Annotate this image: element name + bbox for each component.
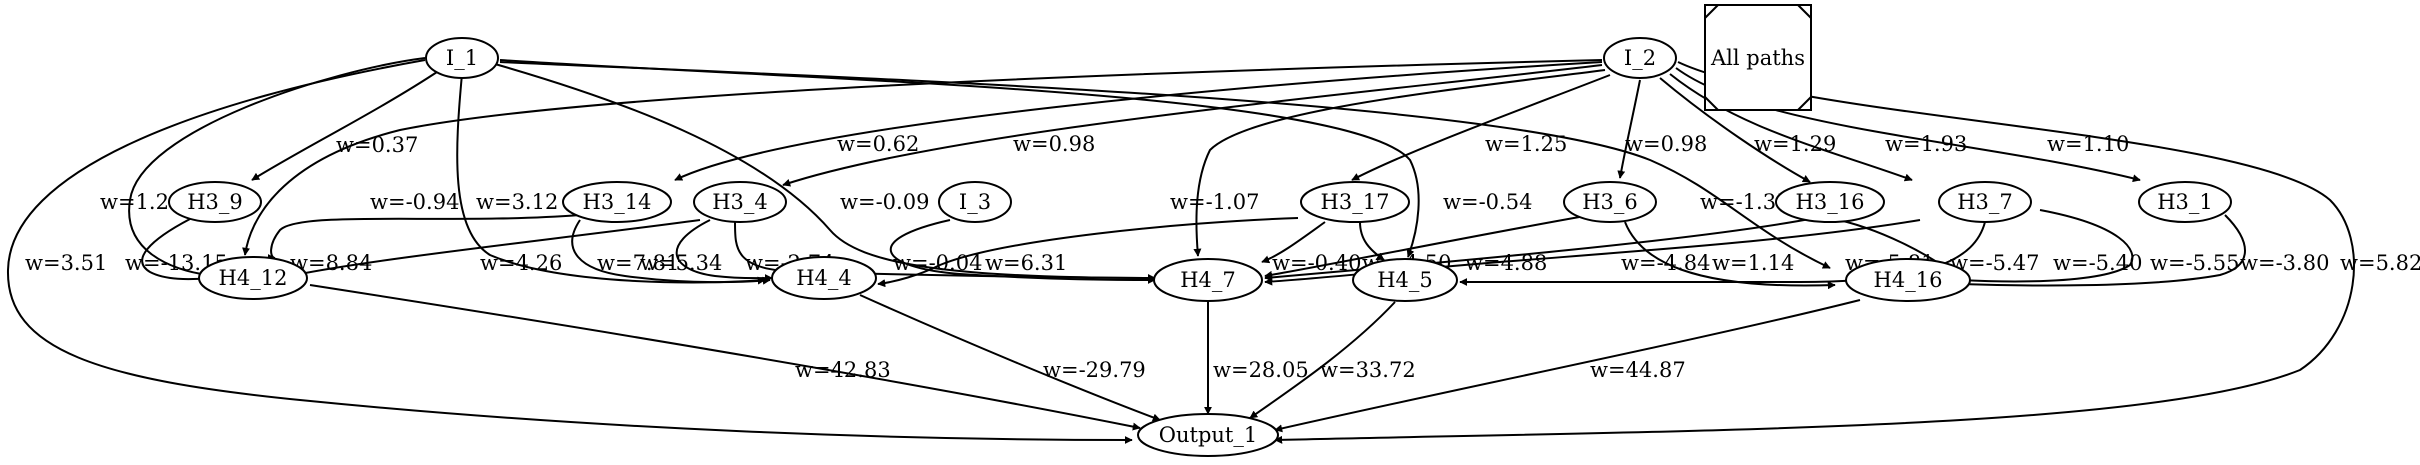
edge-label: w=-29.79	[1043, 358, 1146, 382]
edge-label: w=-0.09	[840, 190, 929, 214]
node-h4-16: H4_16	[1845, 258, 1971, 302]
node-i-2: I_2	[1603, 37, 1677, 79]
edge-h3-16-h4-7: w=1.14	[1264, 217, 1816, 282]
edge-label: w=0.98	[1625, 132, 1707, 156]
node-h4-5: H4_5	[1352, 258, 1458, 302]
edge-label: w=28.05	[1213, 358, 1309, 382]
svg-text:H4_12: H4_12	[219, 266, 288, 290]
edge-label: w=1.25	[1485, 132, 1567, 156]
edge-label: w=44.87	[1590, 358, 1686, 382]
edge-i2-h4-12: w=-0.94	[242, 59, 1603, 256]
node-output-1: Output_1	[1137, 413, 1279, 457]
edge-label: w=-1.35	[1700, 190, 1789, 214]
svg-text:H3_9: H3_9	[187, 190, 243, 214]
edge-i2-h3-14: w=0.62	[674, 61, 1603, 181]
edge-h4-12-output-1: w=42.83	[309, 284, 1141, 431]
edge-label: w=-5.40	[2053, 251, 2142, 275]
edge-h3-7-h4-16b: w=-5.55	[1959, 209, 2239, 285]
edge-h4-4-output-1: w=-29.79	[859, 294, 1161, 422]
svg-text:H4_16: H4_16	[1874, 268, 1943, 292]
edge-i2-h3-4: w=0.98	[782, 64, 1603, 187]
node-h3-1: H3_1	[2138, 181, 2232, 223]
edge-h3-17-h4-4: w=6.31	[877, 217, 1299, 288]
edge-i1-h4-16: w=-1.35	[499, 61, 1831, 269]
svg-text:H3_14: H3_14	[583, 190, 652, 214]
svg-text:I_1: I_1	[446, 46, 478, 70]
edge-h3-7-h4-16: w=-5.40	[1829, 217, 2142, 276]
node-h3-4: H3_4	[693, 181, 787, 223]
node-h3-14: H3_14	[562, 181, 672, 223]
svg-text:H3_6: H3_6	[1582, 190, 1638, 214]
edge-label: w=-5.55	[2150, 251, 2239, 275]
edge-i1-h4-12: w=1.21	[100, 57, 426, 279]
edge-label: w=5.34	[640, 251, 722, 275]
edge-i1-h3-9: w=0.37	[251, 69, 441, 181]
node-h4-4: H4_4	[771, 256, 877, 300]
edge-i2-h3-17: w=1.25	[1351, 74, 1611, 181]
edge-i2-h4-7: w=-1.07	[1170, 69, 1606, 257]
legend-all-paths: All paths	[1704, 4, 1812, 111]
edge-i2-output-1: w=5.82	[1274, 61, 2420, 444]
edge-h3-14-h4-4: w=7.81	[571, 219, 771, 285]
edge-h4-7-output-1: w=28.05	[1204, 302, 1309, 415]
edge-h3-6-h4-16: w=-4.84	[1621, 221, 1836, 290]
nodes: I_1 I_2 I_3 H3_9 H3_14 H3_4 H3_17 H3_6	[168, 4, 2232, 457]
node-h3-6: H3_6	[1563, 181, 1657, 223]
node-h3-9: H3_9	[168, 181, 262, 223]
edge-label: w=1.29	[1754, 132, 1836, 156]
edge-label: w=0.98	[1013, 132, 1095, 156]
edge-label: w=4.26	[480, 251, 562, 275]
edge-label: w=33.72	[1320, 358, 1416, 382]
edge-label: w=0.62	[837, 132, 919, 156]
node-i-1: I_1	[425, 37, 499, 79]
edge-h3-1-h4-16: w=-3.80	[1959, 214, 2329, 289]
edge-label: w=-3.80	[2240, 251, 2329, 275]
edge-h3-4-h4-12: w=4.26	[294, 219, 701, 278]
svg-text:H3_1: H3_1	[2157, 190, 2213, 214]
edge-label: w=3.51	[25, 251, 107, 275]
edge-label: w=-1.07	[1170, 190, 1259, 214]
node-h3-17: H3_17	[1300, 181, 1410, 223]
edge-label: w=42.83	[795, 358, 891, 382]
node-h4-7: H4_7	[1153, 258, 1263, 302]
svg-text:Output_1: Output_1	[1159, 423, 1257, 447]
svg-text:H4_5: H4_5	[1377, 268, 1433, 292]
svg-text:H4_7: H4_7	[1180, 268, 1236, 292]
svg-text:H3_7: H3_7	[1957, 190, 2013, 214]
svg-text:H3_16: H3_16	[1796, 190, 1865, 214]
edge-h4-16-output-1: w=44.87	[1274, 299, 1861, 433]
svg-text:H3_17: H3_17	[1321, 190, 1390, 214]
edge-i2-h3-6: w=0.98	[1617, 79, 1707, 179]
edge-i1-output-1: w=3.51	[6, 59, 1133, 444]
edge-label: w=-0.54	[1443, 190, 1532, 214]
node-i-3: I_3	[938, 181, 1012, 223]
edge-i2-h3-16: w=1.29	[1659, 77, 1836, 183]
node-h3-16: H3_16	[1775, 181, 1885, 223]
edge-label: w=-4.84	[1621, 251, 1710, 275]
svg-text:H3_4: H3_4	[712, 190, 768, 214]
edge-i1-h4-7: w=-0.09	[494, 63, 1156, 282]
edge-h4-5-output-1: w=33.72	[1249, 301, 1416, 419]
node-h3-7: H3_7	[1938, 181, 2032, 223]
edge-label: w=-0.94	[370, 190, 459, 214]
edge-label: w=3.12	[476, 190, 558, 214]
edge-label: w=7.81	[597, 251, 679, 275]
svg-text:I_3: I_3	[959, 190, 991, 214]
legend-label: All paths	[1710, 46, 1805, 70]
edges: w=0.37 w=1.21 w=3.51 w=3.12 w=-0.09 w=-0…	[6, 57, 2420, 444]
edge-label: w=1.14	[1712, 251, 1794, 275]
svg-text:H4_4: H4_4	[796, 266, 852, 290]
svg-text:I_2: I_2	[1624, 46, 1656, 70]
edge-label: w=6.31	[985, 251, 1067, 275]
edge-label: w=5.82	[2340, 251, 2420, 275]
node-h4-12: H4_12	[198, 256, 308, 300]
edge-h3-4-h4-4: w=5.34	[640, 219, 773, 283]
